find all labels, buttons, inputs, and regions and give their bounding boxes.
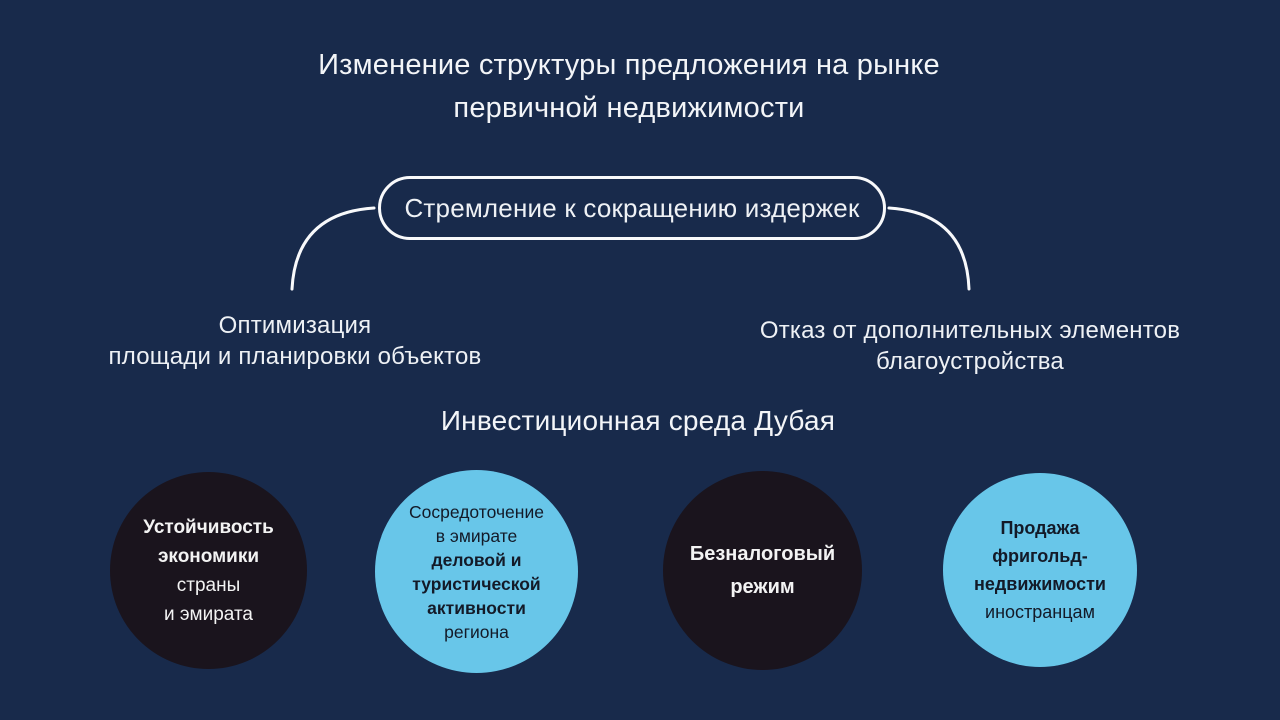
branch-right-line-2: благоустройства xyxy=(876,348,1064,375)
circle-text-line: Продажа xyxy=(1000,518,1080,538)
circle-text-line: иностранцам xyxy=(985,602,1095,622)
circle-text-line: туристической xyxy=(412,573,541,594)
slide-title-line-2: первичной недвижимости xyxy=(453,92,805,124)
circle-text-line: в эмирате xyxy=(435,525,518,546)
circle-text-line: недвижимости xyxy=(974,574,1106,594)
mindmap-branch-right: Отказ от дополнительных элементов благоу… xyxy=(753,315,1187,377)
section-title: Инвестиционная среда Дубая xyxy=(440,405,836,436)
branch-left-line-1: Оптимизация xyxy=(218,312,372,339)
circle-freehold-sales: Продажа фригольд- недвижимости иностранц… xyxy=(943,473,1137,667)
circle-text-line: Устойчивость xyxy=(143,516,274,538)
mindmap-root-label: Стремление к сокращению издержек xyxy=(404,192,860,223)
circle-text-line: Безналоговый xyxy=(689,542,836,565)
mindmap-branch-left: Оптимизация площади и планировки объекто… xyxy=(95,310,495,372)
mindmap-root-node: Стремление к сокращению издержек xyxy=(378,176,886,240)
circle-text-line: фригольд- xyxy=(992,546,1088,566)
circle-text-line: деловой и xyxy=(431,549,522,570)
circle-text-line: Сосредоточение xyxy=(409,501,544,522)
slide-title-line-1: Изменение структуры предложения на рынке xyxy=(318,49,940,81)
circle-text-line: режим xyxy=(730,575,795,598)
circle-text-line: страны xyxy=(176,574,241,596)
branch-right-line-1: Отказ от дополнительных элементов xyxy=(759,317,1181,344)
circle-text-line: региона xyxy=(444,621,509,642)
circle-tax-free-regime: Безналоговый режим xyxy=(663,471,862,670)
branch-left-line-2: площади и планировки объектов xyxy=(108,343,482,370)
slide-title: Изменение структуры предложения на рынке… xyxy=(0,44,1258,130)
circle-text-line: активности xyxy=(427,597,526,618)
circle-economy-stability: Устойчивость экономики страны и эмирата xyxy=(110,472,307,669)
circle-business-tourism-activity: Сосредоточение в эмирате деловой и турис… xyxy=(375,470,578,673)
branch-connector-right xyxy=(887,206,971,291)
branch-connector-left xyxy=(290,206,376,291)
circle-text-line: экономики xyxy=(157,545,260,567)
circle-text-line: и эмирата xyxy=(163,603,254,625)
